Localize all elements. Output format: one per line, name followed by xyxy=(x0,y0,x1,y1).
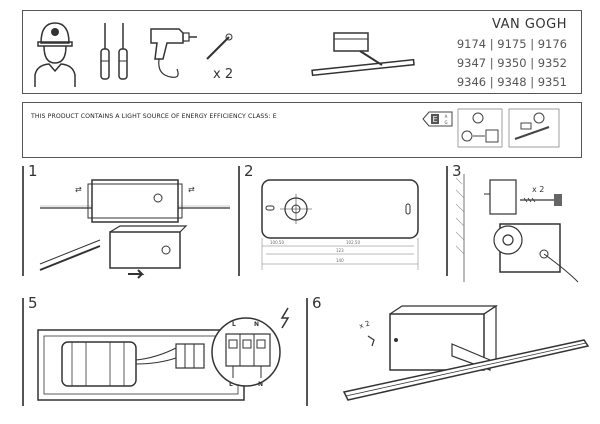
step-1-illustration: ⇄ ⇄ xyxy=(39,179,230,279)
step-2-divider xyxy=(238,166,240,276)
lamp-product-icon xyxy=(311,32,415,77)
light-source-icon xyxy=(457,108,503,148)
step-6-number: 6 xyxy=(312,294,322,312)
step-3-number: 3 xyxy=(452,162,462,180)
terminal-l-bottom-label: L xyxy=(229,381,233,388)
drill-icon xyxy=(150,28,197,78)
installer-icon xyxy=(34,22,76,87)
energy-statement: THIS PRODUCT CONTAINS A LIGHT SOURCE OF … xyxy=(31,113,277,120)
svg-text:140: 140 xyxy=(336,258,344,263)
svg-text:⇄: ⇄ xyxy=(75,185,82,194)
step-1-number: 1 xyxy=(28,162,38,180)
svg-text:x 2: x 2 xyxy=(532,185,544,194)
svg-text:⇄: ⇄ xyxy=(188,185,195,194)
svg-text:A: A xyxy=(445,114,448,119)
terminal-l-top-label: L xyxy=(232,321,236,328)
step-3-divider xyxy=(446,166,448,276)
brand-name: VAN GOGH xyxy=(492,17,567,32)
energy-panel: THIS PRODUCT CONTAINS A LIGHT SOURCE OF … xyxy=(22,102,582,158)
screw-anchor-icon xyxy=(206,33,233,60)
step-2-illustration: 100.50 102.50 123 140 xyxy=(261,179,419,270)
terminal-n-bottom-label: N xyxy=(258,381,263,388)
screw-quantity: x 2 xyxy=(213,67,234,82)
step-6-divider xyxy=(306,298,308,406)
step-5-number: 5 xyxy=(28,294,38,312)
header-panel: x 2 VAN GOGH 9174 | 9175 | 9176 9347 | 9… xyxy=(22,10,582,94)
model-numbers-row-1: 9174 | 9175 | 9176 xyxy=(456,37,567,51)
step-5-illustration: L N L N xyxy=(37,307,290,401)
energy-label-icon: E A G xyxy=(422,111,453,127)
svg-text:G: G xyxy=(444,120,447,125)
screwdrivers-icon xyxy=(100,23,128,80)
model-numbers-row-2: 9347 | 9350 | 9352 xyxy=(456,56,567,70)
energy-class-letter: E xyxy=(432,115,437,124)
svg-text:x 2: x 2 xyxy=(358,319,371,330)
svg-text:123: 123 xyxy=(336,248,344,253)
svg-text:100.50: 100.50 xyxy=(270,240,284,245)
step-6-illustration: x 2 xyxy=(342,304,590,401)
step-2-number: 2 xyxy=(244,162,254,180)
terminal-n-top-label: N xyxy=(254,321,259,328)
luminaire-replace-icon xyxy=(508,108,560,148)
step-1-divider xyxy=(22,166,24,276)
step-3-illustration: x 2 xyxy=(455,174,579,283)
step-5-divider xyxy=(22,298,24,406)
model-numbers-row-3: 9346 | 9348 | 9351 xyxy=(456,75,567,89)
svg-text:102.50: 102.50 xyxy=(346,240,360,245)
